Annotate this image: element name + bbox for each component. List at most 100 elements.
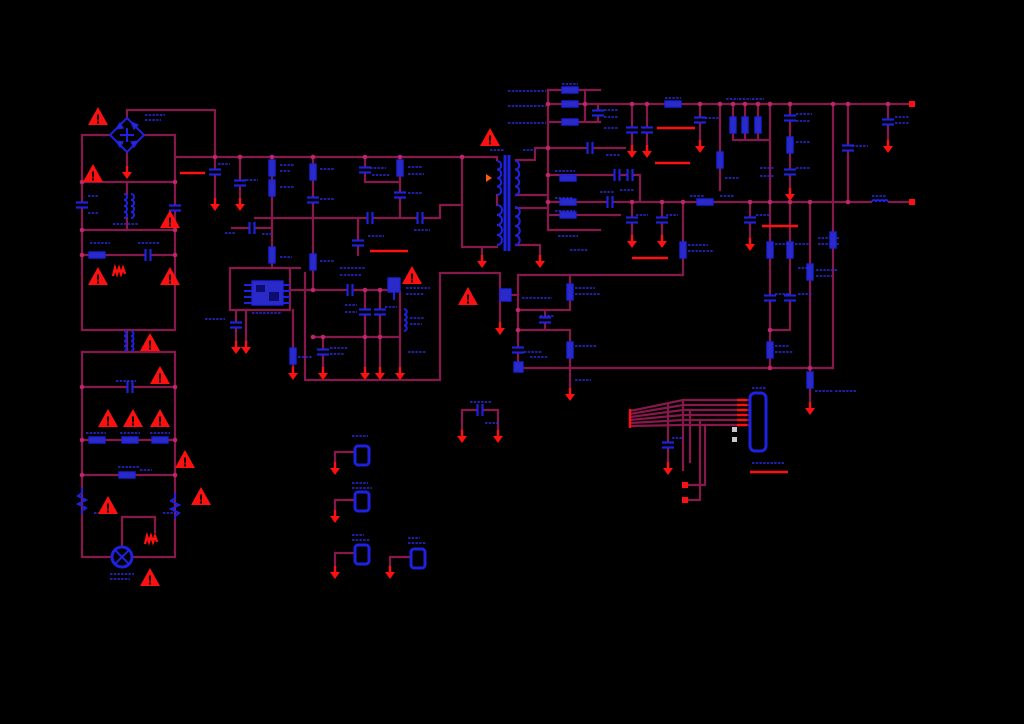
capacitor xyxy=(625,216,639,224)
warning-glyph: ! xyxy=(198,493,203,507)
capacitor xyxy=(743,216,757,224)
ground-icon xyxy=(241,341,251,354)
junction-dot xyxy=(362,154,368,160)
warning-glyph: ! xyxy=(105,415,110,429)
junction-dot xyxy=(767,365,773,371)
capacitor-gap xyxy=(841,145,855,151)
junction-dot xyxy=(362,287,368,293)
resistor xyxy=(121,436,139,444)
capacitor-gap xyxy=(229,322,243,328)
wire xyxy=(514,146,627,162)
terminal-marker xyxy=(909,101,915,107)
junction-dot xyxy=(212,154,218,160)
capacitor xyxy=(626,168,634,182)
pin-marker xyxy=(732,437,737,442)
ac-input-connector xyxy=(110,545,134,569)
resistor xyxy=(806,371,814,389)
resistor xyxy=(716,151,724,169)
warning-triangle xyxy=(140,333,160,351)
varistor xyxy=(75,488,89,514)
warning-triangle xyxy=(140,568,160,586)
wire xyxy=(333,450,357,464)
ground-arrow xyxy=(235,204,245,211)
ground-icon xyxy=(360,367,370,380)
capacitor xyxy=(316,348,330,356)
ground-symbols xyxy=(122,140,893,579)
ground-arrow xyxy=(288,373,298,380)
capacitor-gap xyxy=(417,211,423,225)
resistor xyxy=(566,341,574,359)
junction-dot xyxy=(545,145,551,151)
junction-dot xyxy=(830,101,836,107)
ground-icon xyxy=(657,235,667,248)
test-point-connector xyxy=(353,444,371,467)
wire xyxy=(132,350,177,559)
warning-glyph: ! xyxy=(105,502,110,516)
ground-arrow xyxy=(210,204,220,211)
junction-dot xyxy=(644,101,650,107)
capacitor xyxy=(613,168,621,182)
capacitor-gap xyxy=(347,283,353,297)
capacitor xyxy=(511,346,525,354)
wire xyxy=(686,418,702,502)
ground-icon xyxy=(288,367,298,380)
junction-dot xyxy=(172,179,178,185)
capacitor-gap xyxy=(693,117,707,123)
capacitor-gap xyxy=(306,197,320,203)
terminal-marker xyxy=(909,199,915,205)
ac-connector-outline xyxy=(110,545,134,569)
capacitor-gap xyxy=(367,211,373,225)
optocoupler-body xyxy=(387,277,401,293)
capacitor xyxy=(538,316,552,324)
warning-triangle-icon: ! xyxy=(150,366,170,386)
warning-triangle-icon: ! xyxy=(140,568,160,588)
wire xyxy=(388,555,413,568)
ground-arrow xyxy=(375,373,385,380)
ground-arrow xyxy=(565,394,575,401)
ground-icon xyxy=(805,402,815,415)
component-labels xyxy=(86,83,909,580)
capacitor xyxy=(75,201,89,209)
ground-arrow xyxy=(657,241,667,248)
junctions xyxy=(79,101,891,478)
warning-glyph: ! xyxy=(182,456,187,470)
spark-gap-symbol xyxy=(111,263,127,278)
bridge-rectifier xyxy=(108,116,146,154)
wire xyxy=(493,155,499,162)
ground-icon xyxy=(883,140,893,153)
capacitor-gap xyxy=(511,347,525,353)
warning-triangle-icon: ! xyxy=(191,487,211,507)
warning-triangle xyxy=(160,210,180,228)
ground-arrow xyxy=(535,261,545,268)
highlight-bars xyxy=(180,101,915,503)
resistor xyxy=(664,100,682,108)
capacitor-gap xyxy=(233,180,247,186)
pwm-controller-ic xyxy=(244,280,290,306)
ground-arrow xyxy=(457,436,467,443)
capacitor-gap xyxy=(145,248,151,262)
capacitor xyxy=(881,118,895,126)
warning-symbols: !!!!!!!!!!!!!!!!! xyxy=(83,107,500,588)
ground-icon xyxy=(535,255,545,268)
ground-arrow xyxy=(122,172,132,179)
ic-detail xyxy=(269,292,279,301)
ground-arrow xyxy=(695,146,705,153)
junction-dot xyxy=(172,252,178,258)
ground-arrow xyxy=(360,373,370,380)
capacitor-gap xyxy=(351,240,365,246)
capacitor xyxy=(661,441,675,449)
warning-triangle-icon: ! xyxy=(123,409,143,429)
junction-dot xyxy=(459,154,465,160)
inductor xyxy=(871,199,889,203)
resistor xyxy=(786,136,794,154)
warning-glyph: ! xyxy=(147,574,152,588)
wire xyxy=(253,203,464,220)
warning-glyph: ! xyxy=(90,170,95,184)
inductor xyxy=(123,193,128,219)
warning-triangle xyxy=(83,164,103,182)
ground-arrow xyxy=(663,468,673,475)
bridge-diode xyxy=(129,140,140,149)
capacitor xyxy=(358,166,372,174)
capacitor-gap xyxy=(661,442,675,448)
